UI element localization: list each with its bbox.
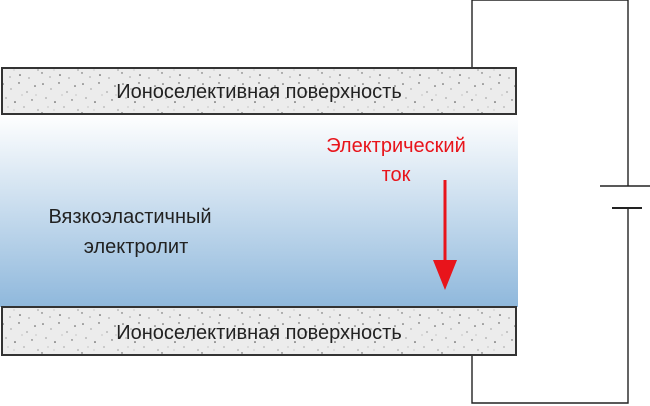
wire-bottom <box>471 208 629 404</box>
bottom-plate-label: Ионоселективная поверхность <box>116 322 402 344</box>
current-label-line1: Электрический <box>326 135 466 157</box>
electrolyte-label-line2: электролит <box>84 236 189 258</box>
current-label-line2: ток <box>382 164 411 186</box>
electrolyte-region <box>0 114 518 307</box>
bottom-plate <box>1 306 517 356</box>
wire-top <box>471 0 629 186</box>
top-plate-label: Ионоселективная поверхность <box>116 81 402 103</box>
electrolyte-label-line1: Вязкоэластичный <box>48 206 211 228</box>
current-arrow-head <box>433 260 457 290</box>
top-plate <box>1 67 517 115</box>
